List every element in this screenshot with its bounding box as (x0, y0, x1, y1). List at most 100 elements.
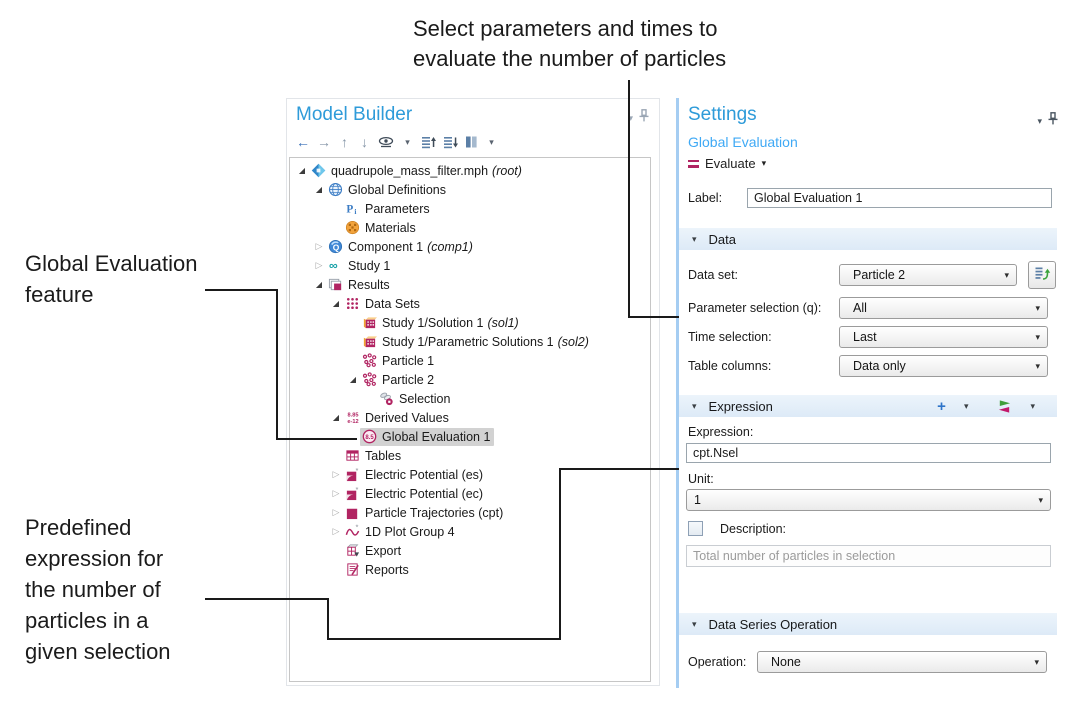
pin-icon[interactable] (1048, 112, 1058, 130)
tree-item-export[interactable]: Export (290, 541, 650, 560)
tree-item-electric-potential-es[interactable]: ▷*Electric Potential (es) (290, 465, 650, 484)
up-arrow-icon[interactable]: ↑ (341, 134, 348, 150)
connector-ge-h1 (205, 289, 278, 291)
tree-item-label: Study 1/Solution 1 (382, 315, 484, 330)
panel-menu-caret-icon[interactable]: ▾ (628, 112, 633, 123)
back-arrow-icon[interactable]: ← (296, 134, 310, 150)
tree-item-global-definitions[interactable]: ◢Global Definitions (290, 180, 650, 199)
tree-toggle-icon[interactable]: ◢ (332, 299, 340, 308)
tree-item-study-1-solution-1[interactable]: Study 1/Solution 1(sol1) (290, 313, 650, 332)
tree-item-particle-1[interactable]: Particle 1 (290, 351, 650, 370)
list-columns-icon[interactable] (465, 134, 478, 150)
eye-icon[interactable] (378, 134, 394, 150)
list-move-down-icon[interactable] (443, 134, 458, 150)
tree-item-tables[interactable]: Tables (290, 446, 650, 465)
list-move-up-icon[interactable] (421, 134, 436, 150)
chevron-down-icon[interactable]: ▾ (1030, 400, 1035, 411)
tree-item-content[interactable]: Tables (343, 447, 405, 465)
tree-item-content[interactable]: *1D Plot Group 4 (343, 523, 459, 541)
section-header-data-series-operation[interactable]: ▾ Data Series Operation (679, 613, 1057, 635)
pin-icon[interactable] (639, 109, 649, 127)
tree-item-content[interactable]: *Electric Potential (es) (343, 466, 487, 484)
operation-combobox[interactable]: None ▾ (757, 651, 1047, 673)
tree-item-content[interactable]: Results (326, 276, 394, 294)
tree-toggle-icon[interactable]: ◢ (332, 413, 340, 422)
tree-item-content[interactable]: quadrupole_mass_filter.mph(root) (309, 162, 526, 180)
tree-item-study-1[interactable]: ▷∞Study 1 (290, 256, 650, 275)
description-checkbox[interactable] (688, 521, 703, 536)
go-to-source-button[interactable] (1028, 261, 1056, 289)
tree-toggle-icon[interactable]: ◢ (315, 185, 323, 194)
tree-item-study-1-parametric-solutions-1[interactable]: Study 1/Parametric Solutions 1(sol2) (290, 332, 650, 351)
tree-item-materials[interactable]: Materials (290, 218, 650, 237)
annotation-line: Predefined (25, 515, 132, 540)
tree-item-electric-potential-ec[interactable]: ▷*Electric Potential (ec) (290, 484, 650, 503)
label-field[interactable] (747, 188, 1052, 208)
tree-item-content[interactable]: Export (343, 542, 405, 560)
tree-item-content[interactable]: Data Sets (343, 295, 424, 313)
tree-item-quadrupole-mass-filter-mph[interactable]: ◢quadrupole_mass_filter.mph(root) (290, 161, 650, 180)
section-collapse-icon[interactable]: ▾ (692, 233, 697, 244)
tree-toggle-icon[interactable]: ◢ (298, 166, 306, 175)
plot-flag-icon[interactable] (997, 399, 1012, 414)
chevron-down-icon: ▾ (1035, 331, 1040, 342)
tree-toggle-icon[interactable]: ▷ (332, 469, 340, 479)
caret-down-icon[interactable]: ▾ (489, 137, 494, 147)
tree-item-content[interactable]: Global Definitions (326, 181, 450, 199)
annotation-line: Global Evaluation (25, 251, 198, 276)
tree-toggle-icon[interactable]: ▷ (332, 488, 340, 498)
caret-down-icon[interactable]: ▾ (405, 137, 410, 147)
tree-item-content[interactable]: Reports (343, 561, 413, 579)
parameter-selection-q-combobox[interactable]: All▾ (839, 297, 1048, 319)
tree-toggle-icon[interactable]: ◢ (315, 280, 323, 289)
unit-combobox[interactable]: 1 ▾ (686, 489, 1051, 511)
tree-item-content[interactable]: Materials (343, 219, 420, 237)
tree-item-content[interactable]: ∞Study 1 (326, 257, 394, 275)
evaluate-button[interactable]: Evaluate ▾ (688, 156, 766, 171)
tree-item-data-sets[interactable]: ◢Data Sets (290, 294, 650, 313)
panel-menu-caret-icon[interactable]: ▾ (1037, 115, 1042, 126)
tree-item-content[interactable]: Particle Trajectories (cpt) (343, 504, 507, 522)
tree-item-selection[interactable]: Selection (290, 389, 650, 408)
section-header-expression[interactable]: ▾ Expression + ▾ ▾ (679, 395, 1057, 417)
tree-item-particle-trajectories-cpt[interactable]: ▷Particle Trajectories (cpt) (290, 503, 650, 522)
chevron-down-icon[interactable]: ▾ (761, 158, 767, 168)
expression-input[interactable] (686, 443, 1051, 463)
add-expression-icon[interactable]: + (937, 397, 946, 415)
data-set-combobox[interactable]: Particle 2▾ (839, 264, 1017, 286)
chevron-down-icon: ▾ (1034, 656, 1039, 667)
time-selection-combobox[interactable]: Last▾ (839, 326, 1048, 348)
tree-item-content[interactable]: *Electric Potential (ec) (343, 485, 487, 503)
tree-toggle-icon[interactable]: ◢ (349, 375, 357, 384)
tree-item-results[interactable]: ◢Results (290, 275, 650, 294)
forward-arrow-icon[interactable]: → (317, 134, 331, 150)
section-collapse-icon[interactable]: ▾ (692, 618, 697, 629)
down-arrow-icon[interactable]: ↓ (361, 134, 368, 150)
tree-item-content[interactable]: Selection (377, 390, 454, 408)
tree-item-content[interactable]: Study 1/Solution 1(sol1) (360, 314, 523, 332)
chevron-down-icon[interactable]: ▾ (963, 400, 969, 411)
svg-text:Q: Q (333, 242, 340, 252)
tree-toggle-icon[interactable]: ▷ (315, 241, 323, 251)
tree-item-content[interactable]: Particle 2 (360, 371, 438, 389)
table-columns-combobox[interactable]: Data only▾ (839, 355, 1048, 377)
section-header-data[interactable]: ▾ Data (679, 228, 1057, 250)
tree-toggle-icon[interactable]: ▷ (315, 260, 323, 270)
description-input[interactable] (686, 545, 1051, 567)
tree-item-reports[interactable]: Reports (290, 560, 650, 579)
tree-item-content[interactable]: Study 1/Parametric Solutions 1(sol2) (360, 333, 593, 351)
tree-item-particle-2[interactable]: ◢Particle 2 (290, 370, 650, 389)
tree-toggle-icon[interactable]: ▷ (332, 507, 340, 517)
tree-toggle-icon[interactable]: ▷ (332, 526, 340, 536)
section-collapse-icon[interactable]: ▾ (692, 400, 697, 411)
tree-item-1d-plot-group-4[interactable]: ▷*1D Plot Group 4 (290, 522, 650, 541)
tree-item-content[interactable]: Particle 1 (360, 352, 438, 370)
